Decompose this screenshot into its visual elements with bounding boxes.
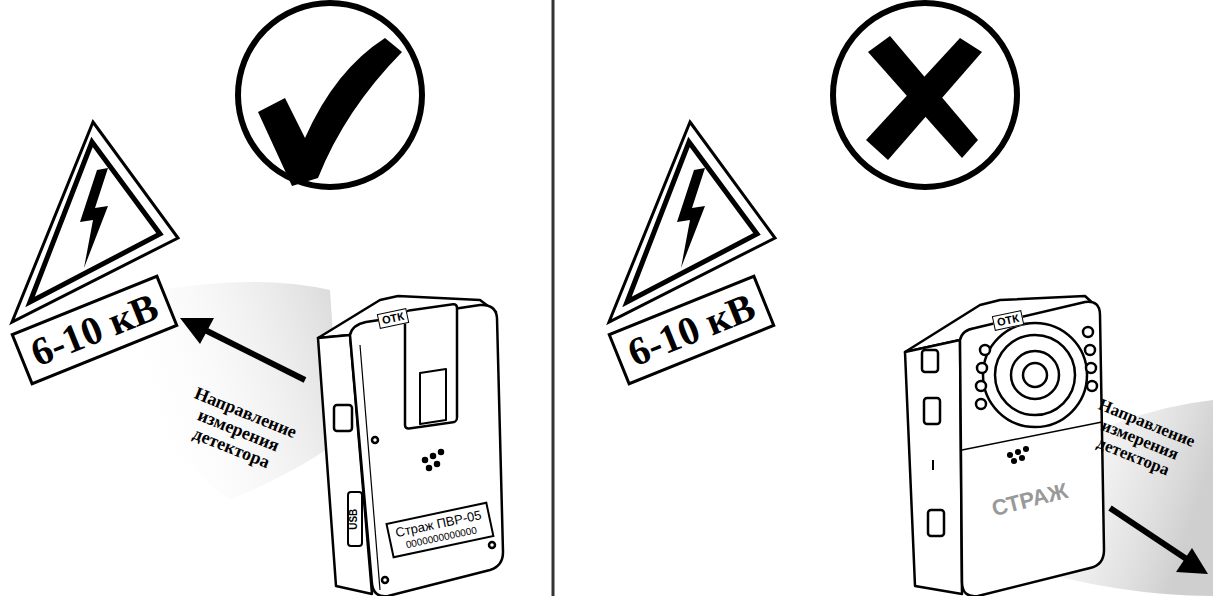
- camera-back: [318, 296, 503, 596]
- check-mark: [238, 3, 422, 187]
- camera-front: [905, 296, 1104, 596]
- port-label: USB: [350, 508, 361, 529]
- direction-arrow: [180, 318, 305, 380]
- node-text: ОТК: [381, 310, 405, 327]
- direction-arrow: [1110, 508, 1208, 574]
- cross-mark: [833, 3, 1017, 187]
- panel-divider: [552, 0, 555, 596]
- node-text: ОТК: [996, 312, 1020, 329]
